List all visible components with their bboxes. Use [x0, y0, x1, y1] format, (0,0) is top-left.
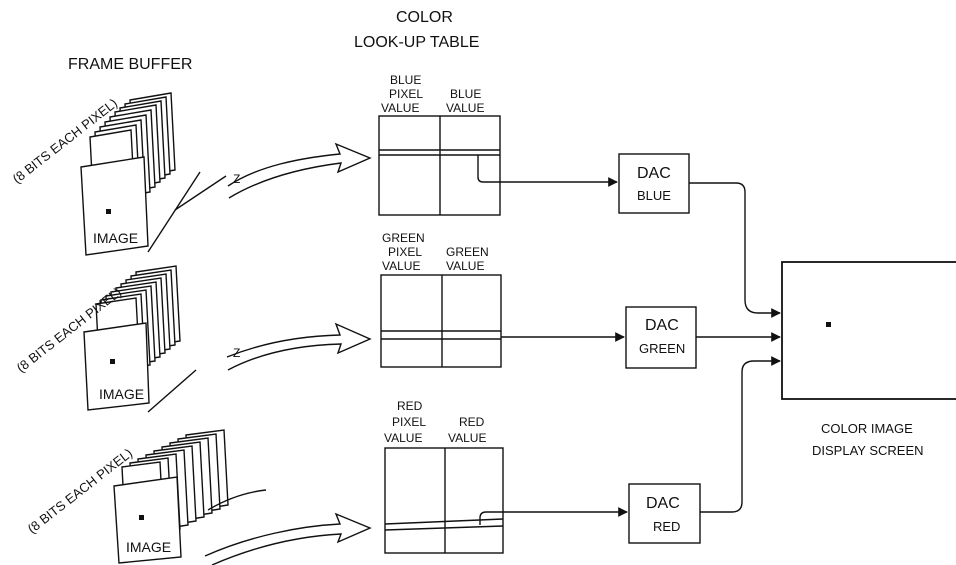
lut-green-pixel-header-3: VALUE: [382, 259, 420, 273]
arrow-to-lut-green: [227, 324, 370, 370]
lut-red-pixel-header-3: VALUE: [384, 431, 422, 445]
dac-color-blue: BLUE: [637, 188, 671, 203]
dac-box-blue: [619, 154, 689, 213]
dac-label-red: DAC: [646, 495, 680, 512]
pixel-marker: [110, 359, 115, 364]
image-label-green: IMAGE: [99, 386, 144, 402]
dac-color-green: GREEN: [639, 341, 685, 356]
lut-table-blue: BLUE PIXEL VALUE BLUE VALUE: [379, 73, 500, 215]
lut-blue-value-header-2: VALUE: [446, 101, 484, 115]
image-label-red: IMAGE: [126, 539, 171, 555]
channel-green: IMAGE (8 BITS EACH PIXEL) Z GREEN PIXEL …: [14, 231, 780, 412]
dac-label-green: DAC: [645, 317, 679, 334]
image-label-blue: IMAGE: [93, 230, 138, 246]
dac-label-blue: DAC: [637, 165, 671, 182]
lut-blue-pixel-header-1: BLUE: [390, 73, 421, 87]
display-pixel-marker: [826, 322, 831, 327]
pixel-marker: [139, 515, 144, 520]
arrow-to-lut-red: [205, 514, 370, 565]
lut-blue-value-header-1: BLUE: [450, 87, 481, 101]
display-label-line1: COLOR IMAGE: [821, 421, 913, 436]
dac-color-red: RED: [653, 519, 680, 534]
lut-green-pixel-header-1: GREEN: [382, 231, 425, 245]
lut-red-pixel-header-1: RED: [397, 399, 423, 413]
lut-green-pixel-header-2: PIXEL: [388, 245, 422, 259]
lut-table-red: RED PIXEL VALUE RED VALUE: [384, 399, 503, 553]
lut-table-green: GREEN PIXEL VALUE GREEN VALUE: [381, 231, 501, 367]
arrow-to-lut-blue: [228, 144, 370, 198]
lut-heading-line1: COLOR: [396, 9, 453, 26]
dac-to-display-arrow-blue: [689, 183, 780, 313]
lut-red-pixel-header-2: PIXEL: [392, 415, 426, 429]
frame-buffer-heading: FRAME BUFFER: [68, 56, 192, 73]
frame-stack-red: IMAGE: [114, 430, 228, 563]
lut-green-value-header-1: GREEN: [446, 245, 489, 259]
dac-to-display-arrow-red: [700, 361, 780, 512]
lut-red-value-header-1: RED: [459, 415, 485, 429]
pixel-marker: [106, 209, 111, 214]
color-display-screen: COLOR IMAGE DISPLAY SCREEN: [782, 262, 956, 458]
lut-heading-line2: LOOK-UP TABLE: [354, 34, 479, 51]
dac-box-red: [629, 484, 700, 543]
frame-stack-green: IMAGE: [84, 266, 196, 412]
lut-green-value-header-2: VALUE: [446, 259, 484, 273]
lut-blue-pixel-header-3: VALUE: [381, 101, 419, 115]
display-label-line2: DISPLAY SCREEN: [812, 443, 924, 458]
lut-blue-pixel-header-2: PIXEL: [389, 87, 423, 101]
lut-red-value-header-2: VALUE: [448, 431, 486, 445]
display-screen-frame: [782, 262, 956, 399]
